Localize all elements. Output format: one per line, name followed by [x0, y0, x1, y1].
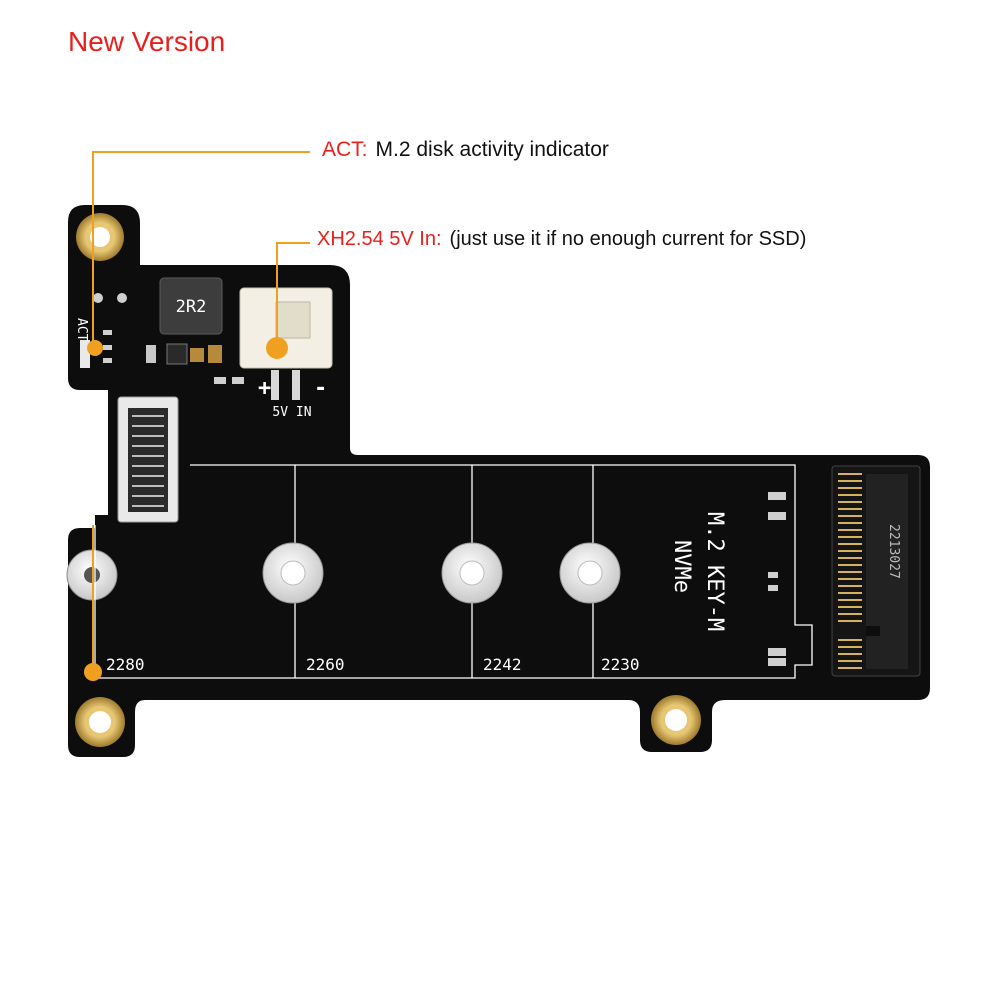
- inductor-label: 2R2: [176, 297, 207, 317]
- power-input-callout-desc: (just use it if no enough current for SS…: [449, 228, 807, 250]
- m2-slot-pins: [838, 473, 862, 669]
- power-input-callout: XH2.54 5V In: (just use it if no enough c…: [317, 228, 806, 251]
- size-label-2242: 2242: [483, 655, 522, 674]
- callout-leaders: [92, 151, 310, 670]
- inductor: [159, 277, 223, 335]
- ssd-outline-silk: [94, 464, 813, 679]
- power-input-callout-key: XH2.54 5V In:: [317, 228, 442, 250]
- m2-slot-code: 2213027: [886, 524, 901, 579]
- m2-key-label: M.2 KEY-M: [702, 512, 727, 631]
- nvme-label: NVMe: [669, 540, 694, 593]
- size-label-2230: 2230: [601, 655, 640, 674]
- minus-label: -: [314, 376, 327, 401]
- act-callout-desc: M.2 disk activity indicator: [375, 138, 609, 161]
- power-callout-dot: [266, 337, 288, 359]
- size-label-2280: 2280: [106, 655, 145, 674]
- plus-label: +: [258, 376, 271, 401]
- act-callout-dot: [87, 340, 103, 356]
- act-led: [80, 340, 90, 368]
- size-2280-callout-dot: [84, 663, 102, 681]
- power-in-label: 5V IN: [272, 405, 311, 420]
- size-label-2260: 2260: [306, 655, 345, 674]
- version-title: New Version: [68, 26, 226, 57]
- act-callout-key: ACT:: [322, 138, 368, 161]
- act-silk-label: ACT: [74, 318, 89, 342]
- act-callout: ACT: M.2 disk activity indicator: [322, 138, 609, 162]
